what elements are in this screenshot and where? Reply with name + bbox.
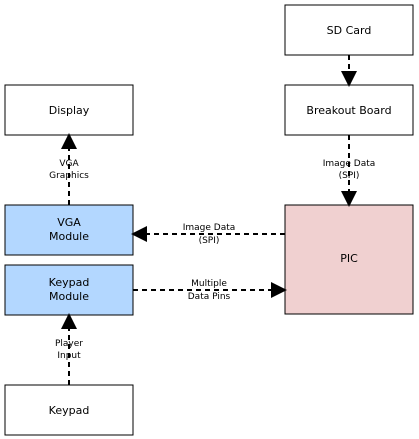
node-keypad: Keypad	[4, 384, 134, 436]
node-display-label: Display	[49, 104, 90, 117]
edge-breakout-to-pic-label-line2: (SPI)	[339, 171, 360, 181]
edge-breakout-to-pic: Image Data (SPI)	[323, 135, 376, 207]
node-breakout-board: Breakout Board	[284, 84, 414, 136]
edge-vga-to-display-label-line1: VGA	[59, 159, 79, 169]
node-sd-card-label: SD Card	[327, 24, 372, 37]
node-keypad-module-label-line2: Module	[49, 290, 89, 303]
edge-pic-to-vga-label-line2: (SPI)	[199, 236, 220, 246]
edge-keypad-to-keypad-module-label-line2: Input	[57, 351, 81, 361]
node-keypad-label: Keypad	[49, 404, 90, 417]
edge-pic-to-vga: Image Data (SPI)	[131, 223, 285, 246]
edge-keypad-module-to-pic: Multiple Data Pins	[133, 279, 287, 302]
node-display: Display	[4, 84, 134, 136]
node-pic-label: PIC	[340, 252, 358, 265]
edge-keypad-module-to-pic-label-line2: Data Pins	[188, 292, 231, 302]
edge-breakout-to-pic-label-line1: Image Data	[323, 159, 376, 169]
node-vga-module-label-line1: VGA	[57, 216, 81, 229]
node-vga-module-label-line2: Module	[49, 230, 89, 243]
node-sd-card: SD Card	[284, 4, 414, 56]
edge-vga-to-display: VGA Graphics	[49, 133, 89, 205]
edge-keypad-to-keypad-module-label-line1: Player	[55, 339, 83, 349]
node-keypad-module-label-line1: Keypad	[49, 276, 90, 289]
edge-pic-to-vga-label-line1: Image Data	[183, 223, 236, 233]
node-pic: PIC	[284, 204, 414, 315]
node-keypad-module: Keypad Module	[4, 264, 134, 316]
edge-keypad-to-keypad-module: Player Input	[55, 313, 83, 385]
edge-keypad-module-to-pic-label-line1: Multiple	[191, 279, 227, 289]
node-breakout-board-label: Breakout Board	[306, 104, 391, 117]
edge-vga-to-display-label-line2: Graphics	[49, 171, 89, 181]
node-vga-module: VGA Module	[4, 204, 134, 256]
